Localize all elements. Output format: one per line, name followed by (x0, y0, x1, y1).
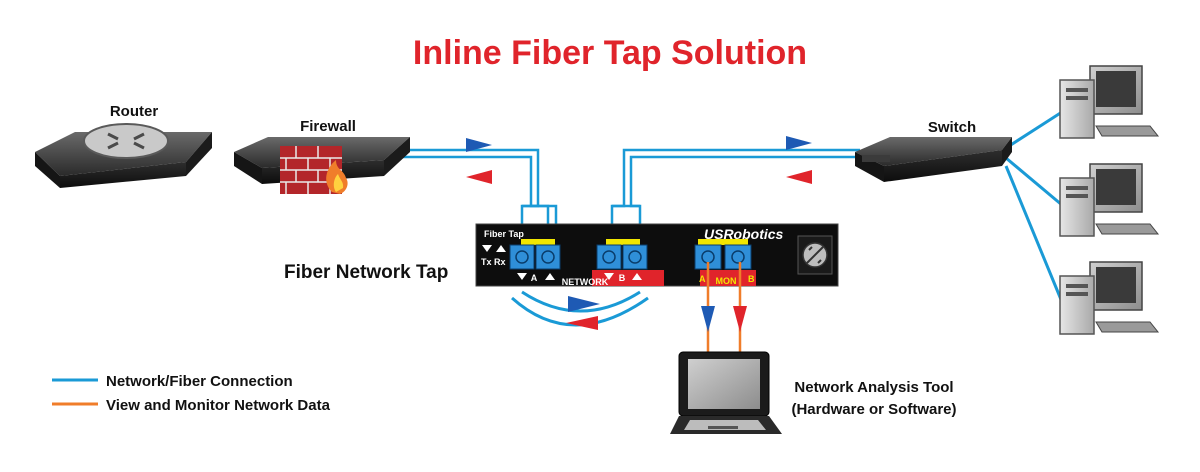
mon-label: MON (716, 276, 737, 286)
port-a-right (535, 244, 561, 270)
analysis-tool-label-2: (Hardware or Software) (791, 401, 956, 418)
arrow-left-red-left (466, 170, 492, 184)
arrow-left-red-right (786, 170, 812, 184)
arrow-loop-blue (568, 296, 600, 312)
fiber-cables (400, 110, 1064, 327)
computer-2 (1059, 163, 1160, 237)
tx-label: Tx (481, 257, 492, 267)
rx-arrow-icon (496, 245, 506, 252)
traffic-arrows (466, 136, 812, 330)
arrow-right-blue-left (466, 138, 492, 152)
port-b-label: B (619, 273, 626, 283)
arrow-down-blue (701, 306, 715, 332)
arrow-right-blue-right (786, 136, 812, 150)
legend-label-fiber: Network/Fiber Connection (106, 373, 293, 390)
mon-b-label: B (748, 274, 755, 284)
keyboard-icon (1095, 125, 1160, 137)
fiber-tap-panel: Fiber Tap Tx Rx A B NETWORK MON A B (475, 223, 839, 287)
fiber-loop-upper (521, 290, 641, 313)
analysis-tool-label-1: Network Analysis Tool (794, 379, 953, 396)
computer-3 (1059, 261, 1160, 335)
rx-label: Rx (494, 257, 506, 267)
tx-arrow-icon (482, 245, 492, 252)
tap-label: Fiber Network Tap (284, 262, 448, 283)
firewall-device: Firewall (234, 118, 410, 194)
keyboard-icon (1095, 223, 1160, 235)
switch-label: Switch (928, 119, 976, 136)
fiber-cable-pc-3 (1004, 165, 1064, 303)
port-a-label: A (531, 273, 538, 283)
port-a-left (509, 244, 535, 270)
network-label: NETWORK (562, 277, 609, 287)
arrow-down-red (733, 306, 747, 332)
router-icon (83, 123, 169, 159)
legend: Network/Fiber Connection View and Monito… (52, 373, 331, 414)
computer-1 (1059, 65, 1160, 139)
brick-wall-icon (280, 146, 348, 194)
fiber-cable-pc-1 (1005, 110, 1063, 150)
arrow-loop-red (566, 316, 598, 330)
port-b-left (596, 244, 622, 270)
switch-device: Switch (855, 119, 1012, 182)
page-title: Inline Fiber Tap Solution (413, 34, 807, 72)
switch-port-panel (862, 155, 890, 162)
brand-label: USRobotics (704, 226, 784, 242)
firewall-label: Firewall (300, 118, 356, 135)
port-b-right (622, 244, 648, 270)
router-label: Router (110, 103, 158, 120)
fiber-cable-pc-2 (1005, 156, 1063, 207)
tap-model-label: Fiber Tap (484, 229, 524, 239)
laptop-icon (670, 351, 782, 434)
mon-a-label: A (699, 274, 706, 284)
router-device: Router (35, 103, 212, 188)
mon-port-b (724, 244, 752, 270)
keyboard-icon (1095, 321, 1160, 333)
legend-label-monitor: View and Monitor Network Data (106, 397, 331, 414)
